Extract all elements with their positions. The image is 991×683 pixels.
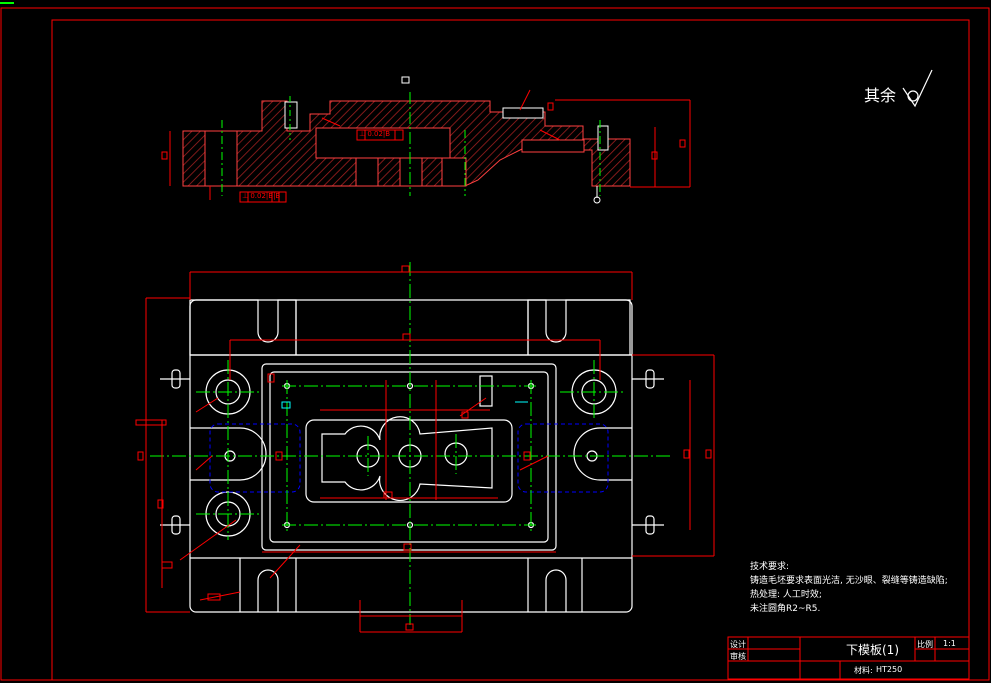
- title-block-review-label: 审核: [730, 652, 746, 661]
- section-pin-hole: [502, 107, 544, 119]
- datum-symbol: [593, 196, 601, 204]
- section-slot-3: [441, 157, 467, 187]
- title-block-material-label: 材料:: [854, 666, 873, 675]
- section-bolt-hole-right: [597, 125, 609, 151]
- section-label-box: [401, 76, 410, 84]
- section-slot-2: [399, 157, 423, 187]
- title-block-scale-value: 1:1: [943, 639, 956, 648]
- gdt-label-top: ⊥ 0.02|B: [359, 130, 391, 138]
- section-pocket-right: [521, 139, 585, 153]
- gdt-frame-bottom: [239, 191, 287, 203]
- slot-left: [190, 427, 267, 481]
- section-cavity-left: [204, 130, 238, 187]
- bolt-left-bottom: [160, 515, 190, 535]
- bolt-right-bottom: [632, 515, 664, 535]
- plan-die-opening: [305, 419, 513, 503]
- title-block-design-label: 设计: [730, 640, 746, 649]
- tech-requirements-title: 技术要求:: [750, 562, 790, 572]
- section-slot-1: [355, 157, 379, 187]
- gdt-frame-top: [356, 129, 404, 141]
- tech-requirement-3: 未注圆角R2~R5.: [750, 604, 821, 614]
- surface-finish-symbol: [902, 69, 933, 108]
- gdt-label-bottom: ⊥ 0.02|B|B: [242, 192, 281, 200]
- plan-dimensions: [135, 265, 715, 633]
- plan-cyan-marks: [281, 401, 528, 409]
- bolt-left-top: [160, 369, 190, 389]
- surface-finish-label: 其余: [864, 86, 897, 105]
- tech-requirement-1: 铸造毛坯要求表面光洁, 无沙眼、裂缝等铸造缺陷;: [750, 576, 948, 586]
- plan-hidden-lines: [209, 423, 609, 493]
- title-block-scale-label: 比例: [917, 640, 933, 649]
- title-block-part-name: 下模板(1): [846, 643, 899, 657]
- inner-border: [51, 19, 970, 681]
- section-view: [161, 76, 691, 204]
- bolt-right-top: [632, 369, 664, 389]
- plan-die-cavity: [321, 416, 493, 501]
- plan-centerlines: [150, 262, 672, 625]
- slot-right: [573, 427, 632, 481]
- tech-requirement-2: 热处理: 人工时效;: [750, 590, 822, 600]
- section-bolt-hole-left: [284, 101, 298, 129]
- title-block: [727, 636, 970, 680]
- plan-view: [160, 299, 664, 613]
- title-block-material-value: HT250: [876, 665, 903, 674]
- section-cavity-center: [315, 127, 451, 159]
